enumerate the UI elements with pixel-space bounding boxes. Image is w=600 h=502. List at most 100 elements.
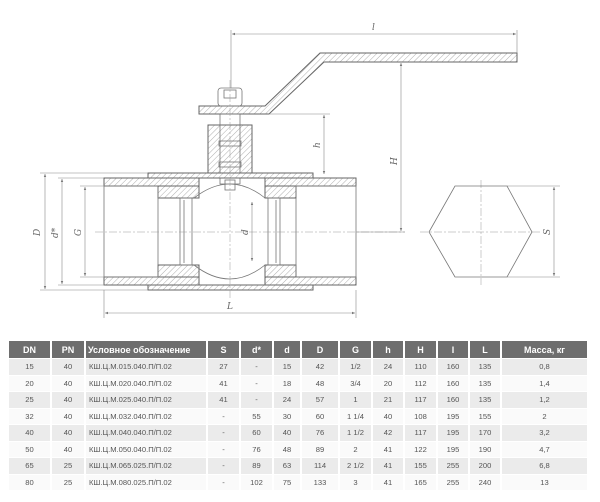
table-cell: 3 — [340, 474, 371, 490]
column-header: d* — [241, 341, 272, 358]
table-cell: 41 — [373, 458, 403, 474]
table-cell: 42 — [302, 359, 338, 375]
table-cell: 255 — [438, 458, 468, 474]
valve-body — [103, 172, 357, 291]
table-cell: 135 — [470, 392, 500, 408]
table-cell: 135 — [470, 375, 500, 391]
table-cell: 1 — [340, 392, 371, 408]
table-cell: 1 1/2 — [340, 425, 371, 441]
table-cell: 50 — [9, 441, 50, 457]
table-cell: 195 — [438, 425, 468, 441]
column-header: Условное обозначение — [86, 341, 206, 358]
table-cell: 57 — [302, 392, 338, 408]
table-cell: 30 — [274, 408, 300, 424]
column-header: S — [208, 341, 239, 358]
dim-label-G: G — [74, 229, 84, 236]
table-cell: 65 — [9, 458, 50, 474]
table-cell: - — [208, 474, 239, 490]
handle — [198, 52, 518, 115]
column-header: L — [470, 341, 500, 358]
table-cell: 122 — [405, 441, 436, 457]
table-cell: 160 — [438, 375, 468, 391]
table-cell: 48 — [274, 441, 300, 457]
table-cell: 27 — [208, 359, 239, 375]
table-cell: 108 — [405, 408, 436, 424]
ball — [193, 179, 266, 280]
table-cell: 2 1/2 — [340, 458, 371, 474]
table-cell: 117 — [405, 425, 436, 441]
table-cell: 195 — [438, 441, 468, 457]
dim-label-l-handle: l — [372, 23, 375, 33]
dim-label-d: d — [241, 229, 251, 235]
table-cell: 13 — [502, 474, 587, 490]
table-cell: 155 — [405, 458, 436, 474]
table-cell: 40 — [52, 392, 84, 408]
column-header: D — [302, 341, 338, 358]
table-cell: 76 — [302, 425, 338, 441]
table-cell: 63 — [274, 458, 300, 474]
table-cell: - — [208, 441, 239, 457]
table-cell: 42 — [373, 425, 403, 441]
table-cell: - — [208, 458, 239, 474]
table-cell: 40 — [9, 425, 50, 441]
table-cell: 15 — [274, 359, 300, 375]
table-cell: - — [241, 359, 272, 375]
column-header: DN — [9, 341, 50, 358]
table-cell: 20 — [9, 375, 50, 391]
column-header: Масса, кг — [502, 341, 587, 358]
table-cell: 2 — [502, 408, 587, 424]
table-cell: КШ.Ц.М.020.040.П/П.02 — [86, 375, 206, 391]
table-cell: 2 — [340, 441, 371, 457]
table-cell: - — [241, 392, 272, 408]
table-cell: 80 — [9, 474, 50, 490]
table-cell: 25 — [52, 458, 84, 474]
table-cell: КШ.Ц.М.080.025.П/П.02 — [86, 474, 206, 490]
table-cell: 21 — [373, 392, 403, 408]
table-cell: 24 — [274, 392, 300, 408]
table-cell: 40 — [52, 359, 84, 375]
table-cell: 40 — [52, 425, 84, 441]
table-cell: 1/2 — [340, 359, 371, 375]
table-cell: 40 — [52, 375, 84, 391]
table-cell: КШ.Ц.М.050.040.П/П.02 — [86, 441, 206, 457]
table-cell: 15 — [9, 359, 50, 375]
ball-valve-drawing: l H h D d* G d L S — [33, 23, 560, 318]
dim-label-H: H — [390, 157, 400, 166]
table-cell: 200 — [470, 458, 500, 474]
table-cell: 4,7 — [502, 441, 587, 457]
table-cell: 20 — [373, 375, 403, 391]
column-header: G — [340, 341, 371, 358]
table-cell: 117 — [405, 392, 436, 408]
dim-label-S: S — [543, 229, 553, 235]
table-cell: 89 — [241, 458, 272, 474]
table-cell: КШ.Ц.М.015.040.П/П.02 — [86, 359, 206, 375]
column-header: PN — [52, 341, 84, 358]
table-cell: 1 1/4 — [340, 408, 371, 424]
table-cell: 160 — [438, 392, 468, 408]
table-cell: 41 — [373, 474, 403, 490]
table-cell: 255 — [438, 474, 468, 490]
column-header: h — [373, 341, 403, 358]
table-cell: 76 — [241, 441, 272, 457]
table-cell: 40 — [373, 408, 403, 424]
table-cell: 75 — [274, 474, 300, 490]
column-header: d — [274, 341, 300, 358]
table-cell: 160 — [438, 359, 468, 375]
dim-label-D: D — [33, 229, 43, 237]
table-cell: 133 — [302, 474, 338, 490]
table-cell: - — [208, 425, 239, 441]
table-cell: 40 — [52, 408, 84, 424]
table-cell: 1,2 — [502, 392, 587, 408]
table-cell: 1,4 — [502, 375, 587, 391]
table-cell: 24 — [373, 359, 403, 375]
table-cell: 3,2 — [502, 425, 587, 441]
table-cell: 60 — [241, 425, 272, 441]
table-cell: КШ.Ц.М.025.040.П/П.02 — [86, 392, 206, 408]
